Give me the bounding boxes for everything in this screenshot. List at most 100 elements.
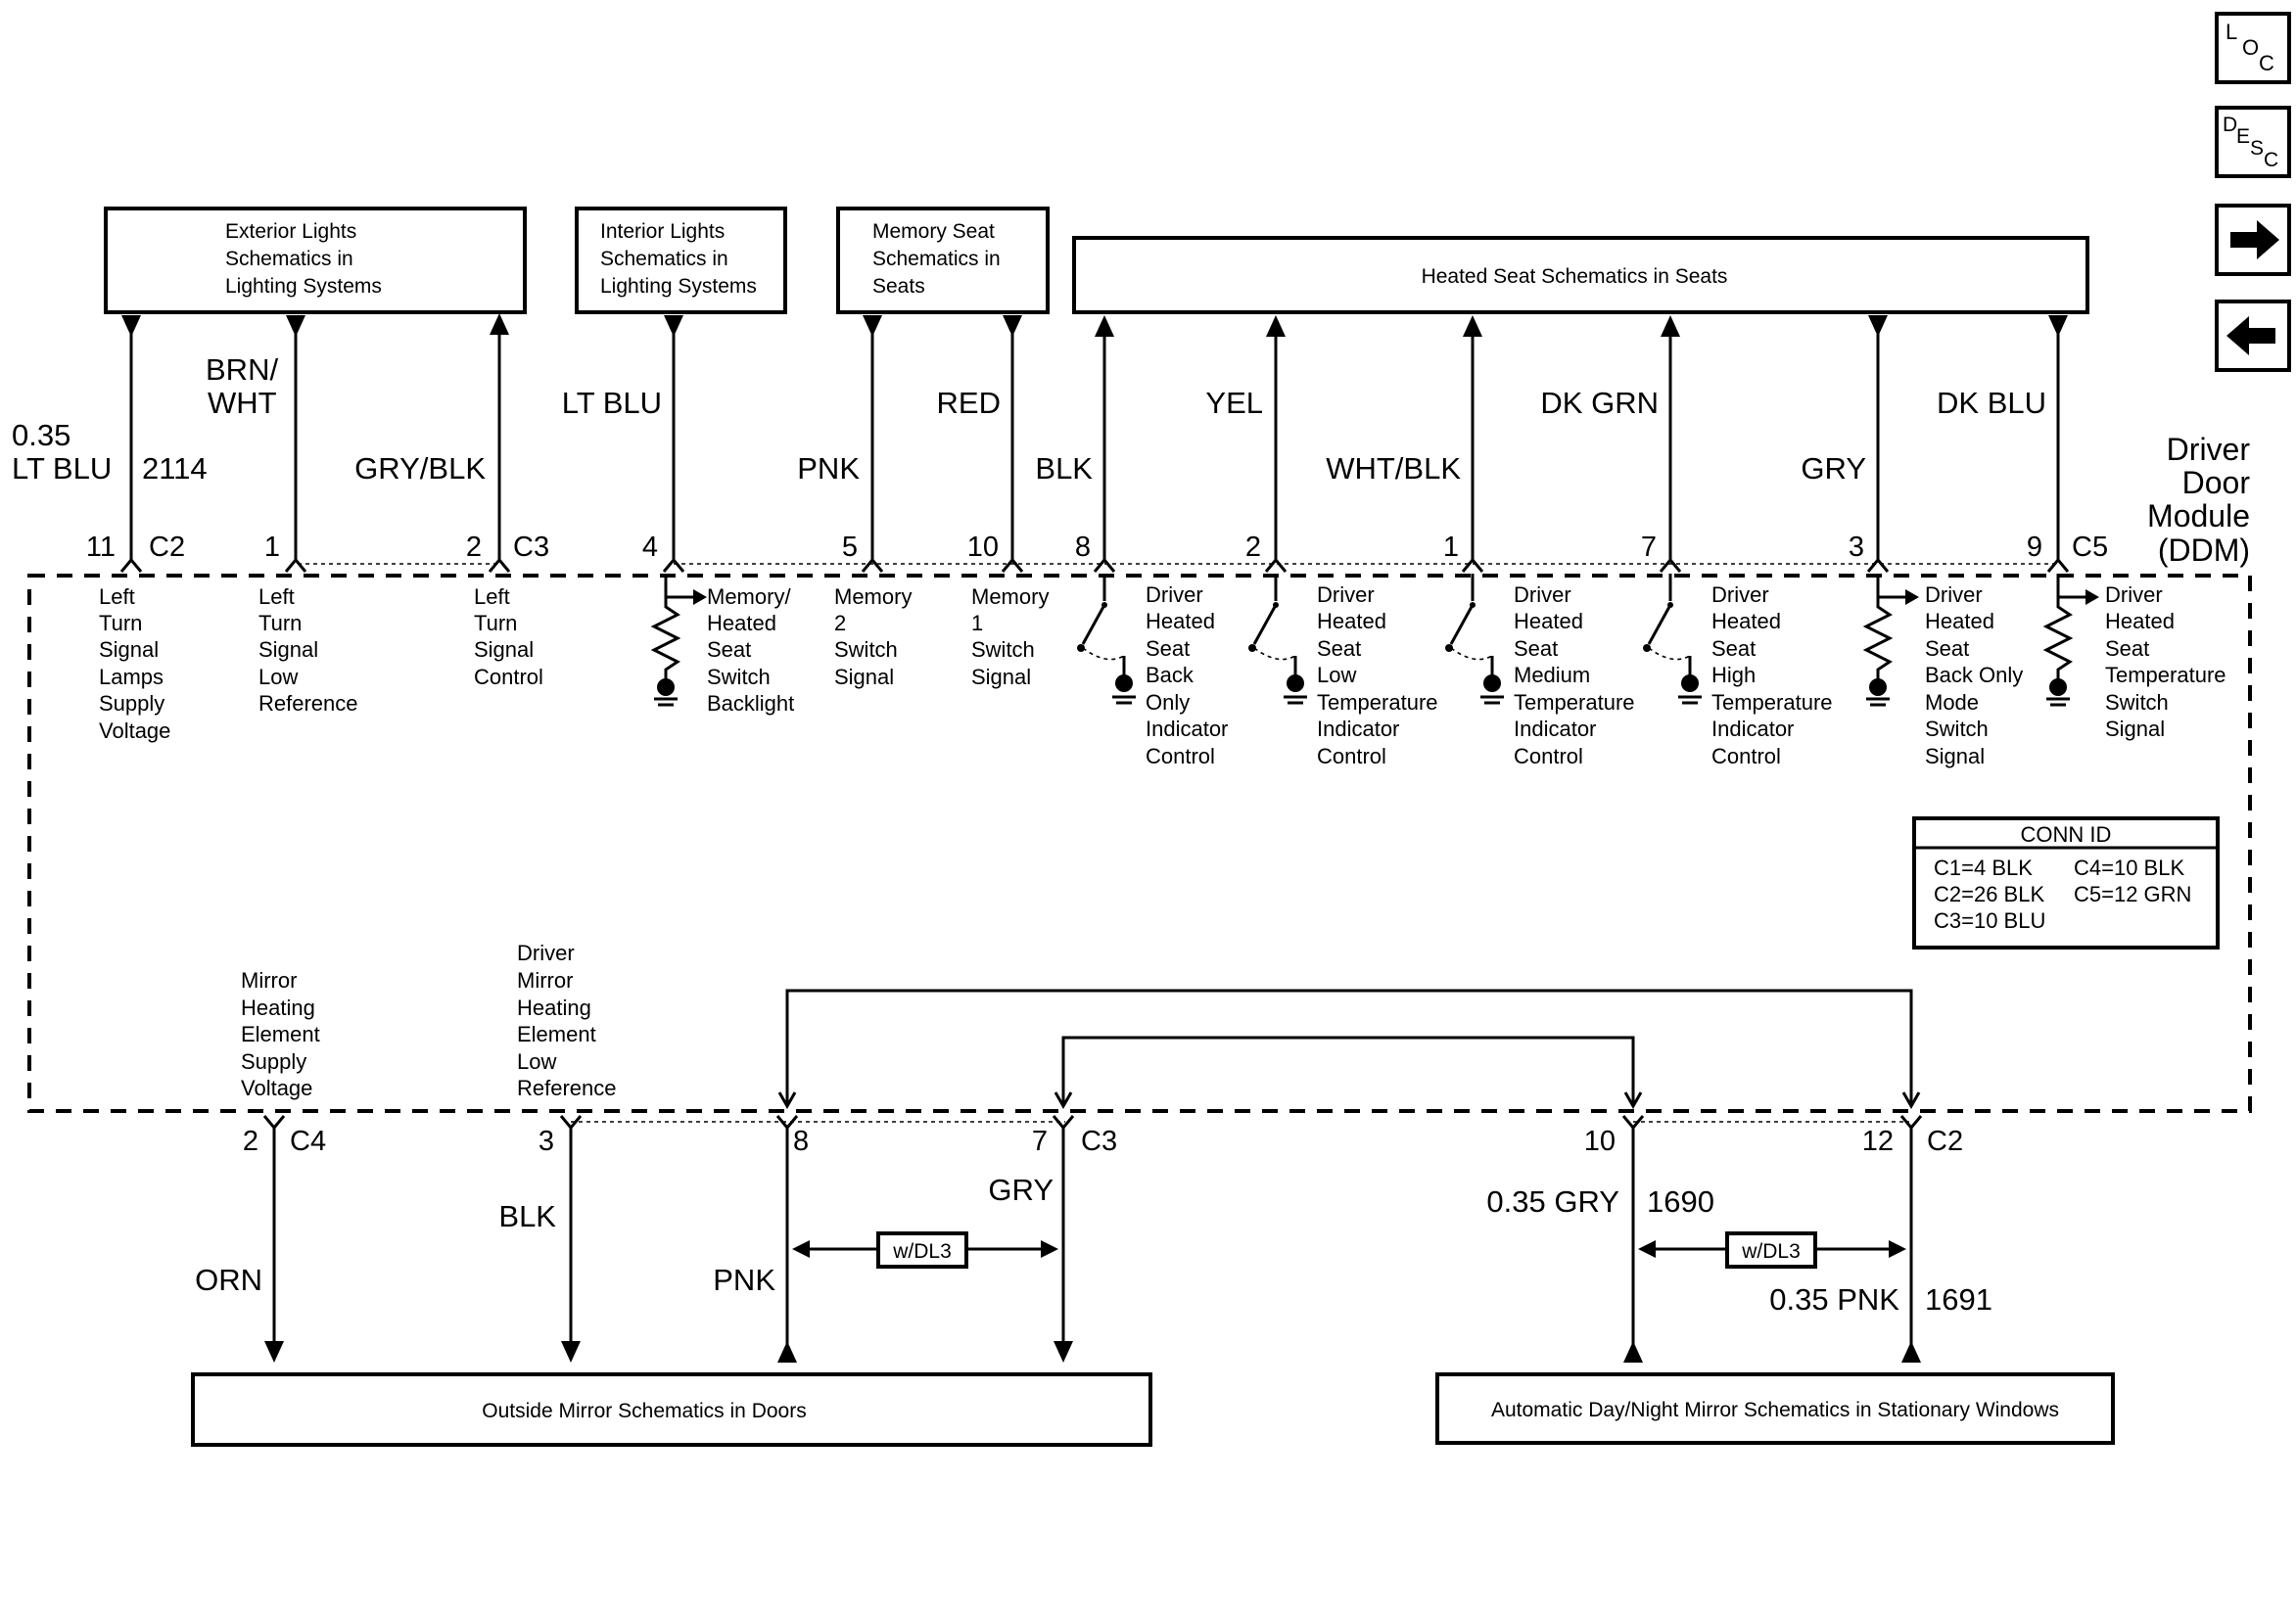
box-label: Schematics in — [872, 248, 1001, 270]
wire-gry-bottom[interactable]: 7 C3 GRY — [988, 1126, 1117, 1363]
back-button[interactable] — [2215, 300, 2291, 372]
svg-text:Turn: Turn — [258, 611, 302, 635]
wire-pnk[interactable]: PNK 5 — [797, 315, 882, 563]
module-name-line: Module — [2147, 498, 2250, 533]
svg-text:Only: Only — [1146, 690, 1190, 715]
module-outline — [27, 574, 2252, 1113]
pin-number: 8 — [1075, 532, 1091, 563]
svg-text:Heated: Heated — [1514, 609, 1583, 633]
wire-color: 0.35 PNK — [1769, 1282, 1899, 1317]
pin-number: 10 — [1584, 1126, 1616, 1157]
wire-gry-blk[interactable]: GRY/BLK 2 C3 — [354, 313, 549, 563]
connector-id: C4 — [290, 1126, 326, 1157]
wire-yel[interactable]: YEL 2 — [1205, 315, 1286, 563]
desc-button[interactable]: D E S C — [2215, 106, 2291, 178]
wire-blk[interactable]: BLK 8 — [1035, 315, 1114, 563]
memory-seat-box[interactable]: Memory Seat Schematics in Seats — [836, 207, 1050, 314]
svg-text:Mirror: Mirror — [241, 968, 297, 993]
module-label: Driver Door Module (DDM) — [2147, 432, 2250, 568]
exterior-lights-box[interactable]: Exterior Lights Schematics in Lighting S… — [104, 207, 527, 314]
wire-color: YEL — [1205, 386, 1263, 420]
svg-text:Driver: Driver — [1925, 582, 1983, 607]
pin-number: 2 — [1245, 532, 1261, 563]
svg-text:Indicator: Indicator — [1711, 717, 1794, 741]
svg-text:Control: Control — [1317, 744, 1386, 768]
desc-back-only-mode-switch: Driver Heated Seat Back Only Mode Switch… — [1925, 582, 2023, 768]
wire-blk-bottom[interactable]: 3 BLK — [498, 1126, 581, 1363]
box-label: Lighting Systems — [225, 275, 382, 298]
svg-text:Signal: Signal — [834, 665, 894, 689]
wire-color: LT BLU — [12, 451, 112, 486]
wire-dk-blu[interactable]: DK BLU 9 C5 — [1937, 315, 2108, 563]
connector-id: C3 — [1081, 1126, 1117, 1157]
outside-mirror-box[interactable]: Outside Mirror Schematics in Doors — [191, 1372, 1152, 1447]
box-label: Memory Seat — [872, 220, 995, 243]
svg-text:Switch: Switch — [707, 665, 771, 689]
pin-number: 4 — [642, 532, 658, 563]
wire-gry-1690[interactable]: 10 0.35 GRY 1690 — [1486, 1126, 1714, 1363]
wire-color: RED — [937, 386, 1001, 420]
svg-text:Heated: Heated — [707, 611, 776, 635]
svg-text:Supply: Supply — [99, 691, 164, 716]
option-label: w/DL3 — [1741, 1240, 1801, 1263]
svg-text:Signal: Signal — [474, 637, 534, 662]
svg-text:Voltage: Voltage — [99, 718, 170, 743]
svg-text:Indicator: Indicator — [1514, 717, 1596, 741]
desc-high-temp-indicator: Driver Heated Seat High Temperature Indi… — [1711, 582, 1833, 768]
svg-text:Low: Low — [1317, 663, 1356, 687]
svg-text:Back Only: Back Only — [1925, 663, 2023, 687]
option-dl3-right: w/DL3 — [1638, 1231, 1906, 1269]
arrow-left-icon — [2226, 316, 2275, 355]
svg-text:Switch: Switch — [2105, 690, 2169, 715]
loc-button[interactable]: L O C — [2215, 12, 2291, 84]
svg-text:Driver: Driver — [1711, 582, 1769, 607]
wire-color: LT BLU — [562, 386, 662, 420]
switch-back-only — [1077, 574, 1136, 705]
pin-number: 7 — [1641, 532, 1657, 563]
pin-number: 3 — [1849, 532, 1864, 563]
wire-brn-wht[interactable]: BRN/ WHT 1 — [206, 315, 305, 563]
box-label: Schematics in — [225, 248, 353, 270]
svg-text:Seat: Seat — [2105, 636, 2149, 661]
svg-text:Voltage: Voltage — [241, 1076, 312, 1100]
svg-text:Switch: Switch — [1925, 717, 1989, 741]
svg-text:Temperature: Temperature — [1514, 690, 1635, 715]
desc-backlight: Memory/ Heated Seat Switch Backlight — [707, 584, 794, 716]
svg-text:Turn: Turn — [474, 611, 517, 635]
wire-lt-blu[interactable]: LT BLU 4 — [562, 315, 683, 563]
wire-wht-blk[interactable]: WHT/BLK 1 — [1326, 315, 1482, 563]
svg-text:Temperature: Temperature — [1317, 690, 1438, 715]
conn-id-row: C3=10 BLU — [1934, 908, 2045, 933]
svg-text:Indicator: Indicator — [1146, 717, 1228, 741]
wire-dk-grn[interactable]: DK GRN 7 — [1540, 315, 1680, 563]
box-label: Schematics in — [600, 248, 728, 270]
svg-text:Back: Back — [1146, 663, 1195, 687]
module-name-line: Door — [2182, 465, 2251, 500]
heated-seat-box[interactable]: Heated Seat Schematics in Seats — [1072, 236, 2089, 314]
box-label: Exterior Lights — [225, 220, 356, 243]
svg-text:Left: Left — [474, 584, 510, 609]
wire-lt-blu-2114[interactable]: 0.35 LT BLU 2114 11 C2 — [12, 315, 208, 563]
auto-mirror-box[interactable]: Automatic Day/Night Mirror Schematics in… — [1435, 1372, 2115, 1445]
pin-number: 1 — [264, 532, 280, 563]
svg-text:Low: Low — [517, 1049, 556, 1074]
forward-button[interactable] — [2215, 204, 2291, 276]
switch-high-temp — [1643, 574, 1702, 705]
svg-text:Heated: Heated — [1146, 609, 1215, 633]
svg-text:Heated: Heated — [2105, 609, 2175, 633]
desc-left-turn-supply: Left Turn Signal Lamps Supply Voltage — [99, 584, 170, 743]
conn-id-row: C1=4 BLK — [1934, 856, 2033, 880]
wire-pnk-1691[interactable]: 12 C2 0.35 PNK 1691 — [1769, 1126, 1992, 1363]
wire-gry[interactable]: GRY 3 — [1801, 315, 1888, 563]
pin-number: 1 — [1443, 532, 1459, 563]
wire-orn[interactable]: 2 C4 ORN — [195, 1126, 326, 1363]
svg-text:Mode: Mode — [1925, 690, 1979, 715]
conn-id-title: CONN ID — [2021, 822, 2112, 847]
svg-text:Lamps: Lamps — [99, 665, 164, 689]
svg-text:Memory: Memory — [971, 584, 1049, 609]
wire-red[interactable]: RED 10 — [937, 315, 1022, 563]
interior-lights-box[interactable]: Interior Lights Schematics in Lighting S… — [575, 207, 787, 314]
wire-pnk-bottom[interactable]: 8 PNK — [713, 1126, 809, 1363]
switch-medium-temp — [1445, 574, 1504, 705]
